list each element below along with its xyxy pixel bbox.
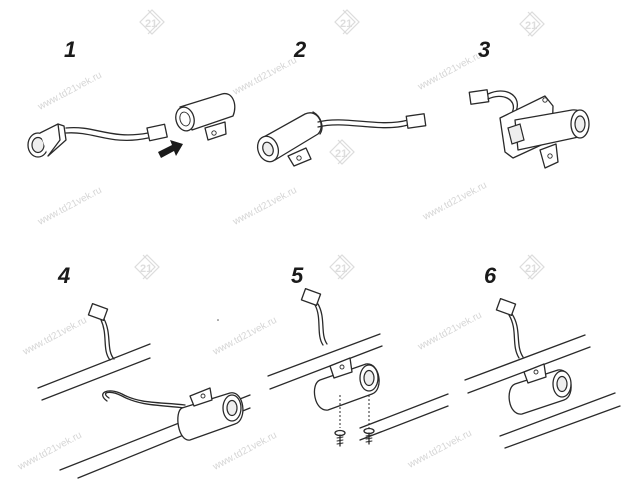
wire-connector-icon	[495, 297, 517, 317]
watermark-logo-icon	[334, 9, 360, 35]
step-6-illustration	[464, 297, 621, 449]
watermark-text: www.td21vek.ru	[415, 310, 483, 353]
wire-connector-icon	[405, 113, 427, 129]
watermark-logo-icon	[329, 139, 355, 165]
step-3-illustration	[468, 89, 590, 169]
step-6-number: 6	[484, 263, 497, 288]
wire-connector-icon	[300, 287, 322, 307]
wire-connector-icon	[87, 302, 109, 322]
watermark-layer: www.td21vek.ru www.td21vek.ru www.td21ve…	[15, 9, 545, 473]
step-4-illustration	[37, 302, 251, 479]
wire-connector-icon	[146, 123, 168, 142]
step-1-illustration	[27, 92, 236, 158]
screw-icon	[334, 429, 346, 447]
step-5-illustration	[267, 287, 449, 447]
watermark-text: www.td21vek.ru	[20, 315, 88, 358]
step-1-number: 1	[64, 37, 76, 62]
watermark-text: www.td21vek.ru	[210, 315, 278, 358]
watermark-logo-icon	[139, 9, 165, 35]
watermark-text: www.td21vek.ru	[415, 50, 483, 93]
screw-icon	[363, 427, 375, 445]
step-2-illustration	[256, 111, 427, 167]
watermark-text: www.td21vek.ru	[210, 430, 278, 473]
step-3-number: 3	[478, 37, 490, 62]
watermark-text: www.td21vek.ru	[35, 185, 103, 228]
watermark-text: www.td21vek.ru	[35, 70, 103, 113]
step-2-number: 2	[293, 37, 307, 62]
watermark-text: www.td21vek.ru	[230, 185, 298, 228]
watermark-text: www.td21vek.ru	[15, 430, 83, 473]
watermark-logo-icon	[519, 254, 545, 280]
step-4-number: 4	[57, 263, 70, 288]
insert-arrow-icon	[158, 140, 183, 158]
watermark-logo-icon	[519, 11, 545, 37]
watermark-logo-icon	[329, 254, 355, 280]
wire-connector-icon	[468, 89, 490, 105]
watermark-text: www.td21vek.ru	[405, 428, 473, 471]
watermark-logo-icon	[134, 254, 160, 280]
step-5-number: 5	[291, 263, 304, 288]
watermark-text: www.td21vek.ru	[420, 180, 488, 223]
watermark-text: www.td21vek.ru	[230, 55, 298, 98]
